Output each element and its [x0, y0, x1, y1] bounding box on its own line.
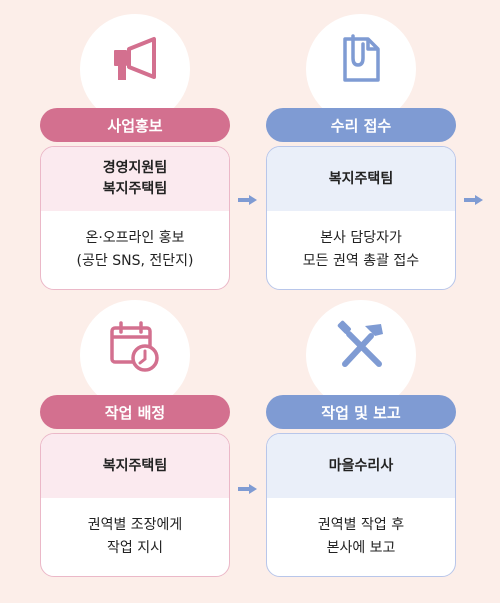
step-2-desc: 본사 담당자가 모든 권역 총괄 접수	[302, 230, 420, 269]
step-4-desc: 권역별 작업 후 본사에 보고	[317, 517, 405, 556]
step-4-title: 작업 및 보고	[266, 395, 456, 429]
step-2-icon-circle	[306, 14, 416, 124]
arrow-right-icon	[238, 484, 257, 494]
step-2-team: 복지주택팀	[267, 147, 455, 211]
document-clip-icon	[343, 34, 380, 82]
calendar-clock-icon	[110, 321, 159, 372]
step-2-title: 수리 접수	[266, 108, 456, 142]
step-4-team: 마을수리사	[267, 434, 455, 498]
step-3-desc: 권역별 조장에게 작업 지시	[87, 517, 183, 556]
step-2-card: 복지주택팀 본사 담당자가 모든 권역 총괄 접수	[266, 146, 456, 290]
step-1-card: 경영지원팀 복지주택팀 온·오프라인 홍보 (공단 SNS, 전단지)	[40, 146, 230, 290]
tools-icon	[337, 320, 383, 367]
step-1-title: 사업홍보	[40, 108, 230, 142]
step-1-team: 경영지원팀 복지주택팀	[41, 147, 229, 211]
arrow-right-icon	[238, 195, 257, 205]
step-3-icon-circle	[80, 300, 190, 410]
step-3-title: 작업 배정	[40, 395, 230, 429]
arrow-right-icon	[464, 195, 483, 205]
step-4-icon-circle	[306, 300, 416, 410]
step-1-desc: 온·오프라인 홍보 (공단 SNS, 전단지)	[76, 230, 194, 269]
megaphone-icon	[114, 37, 156, 80]
step-3-card: 복지주택팀 권역별 조장에게 작업 지시	[40, 433, 230, 577]
step-3-team: 복지주택팀	[41, 434, 229, 498]
step-4-card: 마을수리사 권역별 작업 후 본사에 보고	[266, 433, 456, 577]
step-1-icon-circle	[80, 14, 190, 124]
